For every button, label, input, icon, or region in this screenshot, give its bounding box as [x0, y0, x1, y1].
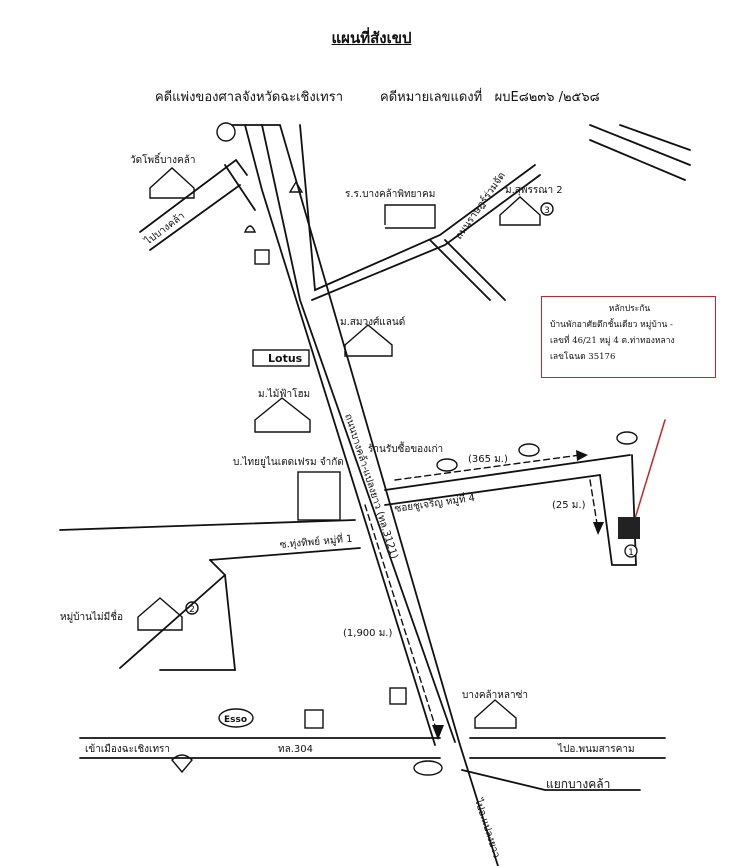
marker-3-label: 3 — [544, 206, 550, 216]
fuel-station-icon — [304, 709, 324, 729]
shell-logo-icon — [171, 754, 193, 774]
label-distance-365: (365 ม.) — [468, 454, 508, 465]
info-box-line-3: เลขโฉนด 35176 — [550, 352, 616, 362]
label-soi-thung-sap: ซ.ทุ่งทิพย์ หมู่ที่ 1 — [279, 531, 353, 551]
tree-icon — [616, 431, 638, 445]
lotus-logo-icon — [252, 349, 310, 367]
label-distance-1900: (1,900 ม.) — [343, 628, 392, 639]
label-lotus: Lotus — [268, 352, 303, 365]
info-box-title: หลักประกัน — [608, 304, 651, 314]
label-wat: วัดโพธิ์บางคล้า — [130, 152, 195, 166]
school-icon — [384, 204, 436, 229]
house-icon — [474, 699, 517, 729]
house-icon — [254, 397, 311, 433]
label-bang-khla-hall: บางคล้าหลาซ่า — [462, 689, 528, 701]
label-village-2: ม.สุพรรณา 2 — [505, 185, 563, 196]
road-bang-khla — [139, 158, 256, 251]
label-to-chachoengsao: เข้าเมืองฉะเชิงเทรา — [85, 743, 170, 755]
shrine-icon — [288, 180, 304, 193]
factory-icon — [297, 471, 341, 521]
label-factory: บ.ไทยยูไนเตดเฟรม จำกัด — [233, 456, 344, 468]
road-soi-jaroen — [384, 454, 637, 566]
house-icon — [499, 196, 541, 226]
house-icon — [344, 324, 393, 357]
label-to-phanom-sarakham: ไปอ.พนมสารคาม — [557, 743, 635, 755]
label-school: ร.ร.บางคล้าพิทยาคม — [345, 188, 435, 200]
label-soi-jaroen: ซอยชูเจริญ หมู่ที่ 4 — [393, 490, 475, 515]
shrine-icon — [243, 225, 257, 233]
info-box-line-2: เลขที่ 46/21 หมู่ 4 ต.ท่าทองหลาง — [550, 336, 675, 346]
case-number: ผบE๘๒๓๖ /๒๕๖๘ — [494, 90, 600, 105]
label-junction: แยกบางคล้า — [546, 777, 610, 791]
marker-3-circle — [540, 202, 554, 216]
temple-icon — [149, 167, 195, 199]
shop-icon — [389, 687, 407, 705]
temple-marker-icon — [216, 122, 236, 142]
sign-icon — [254, 249, 270, 265]
case-label: คดีหมายเลขแดงที่ — [380, 90, 483, 105]
route-dashed — [364, 454, 599, 736]
collateral-info-box: หลักประกัน บ้านพักอาศัยตึกชั้นเดียว หมู่… — [541, 296, 716, 378]
tree-icon — [436, 458, 458, 472]
label-to-plaeng-yao: ไปอ.แปลงยาว — [472, 796, 503, 859]
info-box-line-1: บ้านพักอาศัยตึกชั้นเดียว หมู่บ้าน - — [550, 320, 673, 330]
tree-icon — [413, 760, 443, 776]
route-arrows — [432, 450, 604, 740]
label-village-mongkol: ม.สมวงศ์แลนด์ — [340, 316, 405, 328]
label-road-304: ทล.304 — [278, 744, 313, 755]
map-drawing: 1 — [59, 122, 691, 866]
road-top-right — [299, 124, 691, 301]
marker-2-label: 2 — [189, 605, 195, 615]
marker-1-label: 1 — [628, 548, 634, 558]
page-title: แผนที่สังเขป — [331, 29, 412, 47]
esso-logo-icon — [218, 708, 254, 728]
house-icon — [137, 597, 183, 631]
marker-2-circle — [185, 601, 199, 615]
property-marker: 1 — [618, 517, 640, 558]
case-number-line: คดีหมายเลขแดงที่ ผบE๘๒๓๖ /๒๕๖๘ — [380, 86, 600, 107]
tree-icon — [518, 443, 540, 457]
info-leader-line — [629, 419, 666, 536]
main-road-3121 — [231, 124, 499, 866]
label-esso: Esso — [224, 715, 247, 725]
label-village-baimaisee: หมู่บ้านไม่มีชื่อ — [60, 609, 123, 623]
road-304 — [79, 737, 666, 791]
label-distance-25: (25 ม.) — [552, 500, 586, 511]
label-village-maifah: ม.ไม้ฟ้าโฮม — [258, 387, 310, 400]
road-soi-thung-sap — [59, 519, 361, 671]
label-shop: ร้านรับซื้อของเก่า — [368, 441, 443, 455]
court-name: คดีแพ่งของศาลจังหวัดฉะเชิงเทรา — [155, 90, 344, 105]
